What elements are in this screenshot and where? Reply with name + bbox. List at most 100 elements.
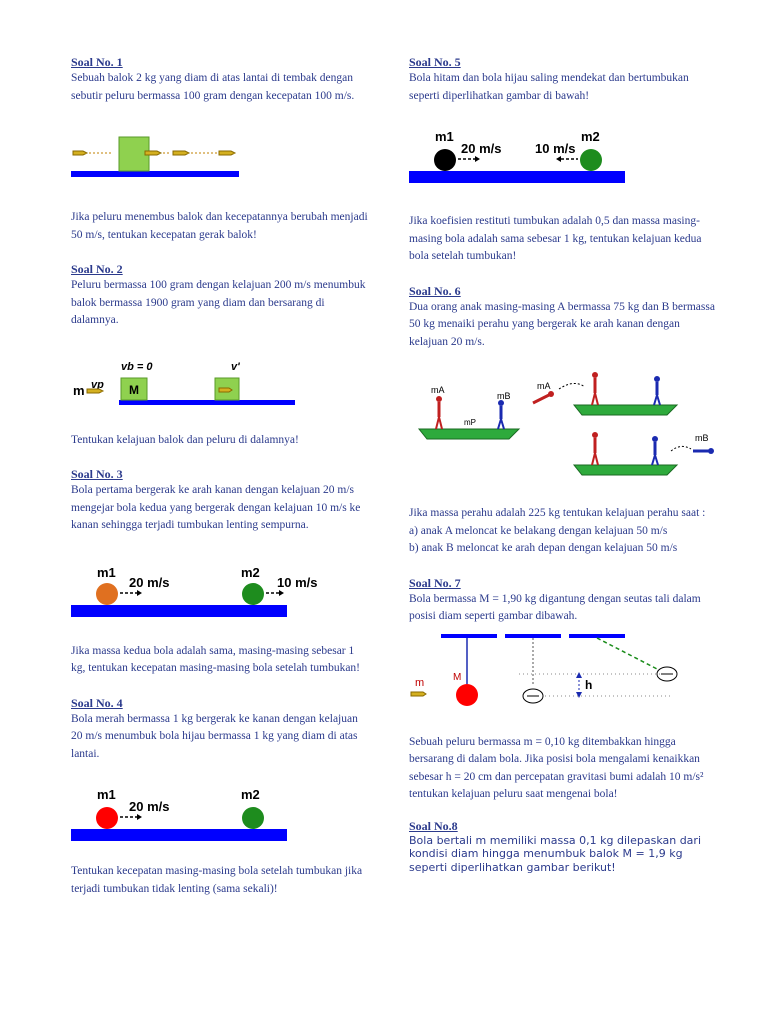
label-m2: m2 xyxy=(241,787,260,802)
soal-7-title: Soal No. 7 xyxy=(409,575,461,590)
soal-3-text: Bola pertama bergerak ke arah kanan deng… xyxy=(71,484,361,531)
left-column: Soal No. 1 Sebuah balok 2 kg yang diam d… xyxy=(71,54,371,898)
label-mA: mA xyxy=(431,385,445,395)
soal-1-figure xyxy=(71,105,371,209)
label-v2: 10 m/s xyxy=(277,575,317,590)
bullet xyxy=(410,691,427,696)
soal-6-question: Jika massa perahu adalah 225 kg tentukan… xyxy=(409,507,706,519)
label-v2: 10 m/s xyxy=(535,141,575,156)
red-ball xyxy=(96,807,118,829)
soal-5-question: Jika koefisien restituti tumbukan adalah… xyxy=(409,215,702,262)
bullet xyxy=(218,150,237,156)
soal-5-text: Bola hitam dan bola hijau saling mendeka… xyxy=(409,72,689,102)
label-vp: vp xyxy=(91,379,104,391)
boat xyxy=(417,428,521,440)
ball-2 xyxy=(242,582,264,605)
floor xyxy=(119,399,295,405)
soal-6-option-a: a) anak A meloncat ke belakang dengan ke… xyxy=(409,524,668,537)
bullet xyxy=(144,150,163,156)
soal-6-text: Dua orang anak masing-masing A bermassa … xyxy=(409,300,715,348)
soal-3-title: Soal No. 3 xyxy=(71,467,123,481)
label-vb: vb = 0 xyxy=(121,361,153,373)
jump-arrow xyxy=(670,445,692,452)
boat xyxy=(572,464,679,476)
soal-6-figure: mA mB mP mA mB xyxy=(409,351,719,505)
label-v1: 20 m/s xyxy=(461,141,501,156)
label-M: M xyxy=(129,383,139,397)
elastic-collision-diagram: m1 20 m/s m2 10 m/s xyxy=(71,565,317,617)
ball-with-bullet xyxy=(522,688,544,703)
soal-3-figure: m1 20 m/s m2 10 m/s xyxy=(71,535,371,643)
support xyxy=(505,633,561,638)
child-B xyxy=(653,376,661,406)
soal-7-figure: M m h xyxy=(409,626,719,734)
child-A-jumping xyxy=(532,391,554,405)
block-M xyxy=(120,377,148,400)
soal-6-title: Soal No. 6 xyxy=(409,283,461,298)
floor xyxy=(71,171,239,177)
bullet-embed-diagram: m vp vb = 0 M v' xyxy=(73,361,295,405)
label-M: M xyxy=(453,672,461,683)
soal-1-question: Jika peluru menembus balok dan kecepatan… xyxy=(71,211,368,241)
label-m1: m1 xyxy=(97,565,116,580)
soal-7-text: Bola bermassa M = 1,90 kg digantung deng… xyxy=(409,592,701,623)
soal-2-text: Peluru bermassa 100 gram dengan kelajuan… xyxy=(71,279,366,326)
label-m1: m1 xyxy=(435,129,454,144)
block xyxy=(118,136,150,172)
label-mB: mB xyxy=(695,433,709,443)
child-B-jumping xyxy=(693,448,714,454)
soal-2-title: Soal No. 2 xyxy=(71,262,123,276)
string-raised xyxy=(596,636,660,671)
ball-raised xyxy=(656,666,678,681)
soal-5-title: Soal No. 5 xyxy=(409,55,461,69)
child-A xyxy=(591,432,599,466)
soal-1-text: Sebuah balok 2 kg yang diam di atas lant… xyxy=(71,72,355,102)
soal-4-title: Soal No. 4 xyxy=(71,695,123,710)
soal-5-figure: m1 20 m/s 10 m/s m2 xyxy=(409,105,719,213)
label-v1: 20 m/s xyxy=(129,575,169,590)
child-B xyxy=(497,400,505,430)
soal-4-question: Tentukan kecepatan masing-masing bola se… xyxy=(71,865,363,895)
floor xyxy=(71,829,287,841)
ball-1 xyxy=(96,582,118,605)
label-m1: m1 xyxy=(97,787,116,802)
soal-1-title: Soal No. 1 xyxy=(71,55,123,69)
bullet xyxy=(172,150,191,156)
label-m: m xyxy=(415,677,424,689)
child-A xyxy=(591,372,599,406)
green-ball xyxy=(580,149,602,171)
label-v1: 20 m/s xyxy=(129,799,169,814)
soal-7-question: Sebuah peluru bermassa m = 0,10 kg ditem… xyxy=(409,735,704,801)
label-mA: mA xyxy=(537,381,551,391)
bullet xyxy=(86,388,105,393)
soal-6-option-b: b) anak B meloncat ke arah depan dengan … xyxy=(409,542,678,554)
label-mP: mP xyxy=(464,418,476,427)
green-ball xyxy=(242,807,264,829)
soal-8-text: Bola bertali m memiliki massa 0,1 kg dil… xyxy=(409,833,702,874)
child-B xyxy=(651,436,659,466)
label-h: h xyxy=(585,678,592,692)
head-on-collision-diagram: m1 20 m/s 10 m/s m2 xyxy=(409,129,625,183)
soal-8-title: Soal No.8 xyxy=(409,818,458,833)
label-m2: m2 xyxy=(581,129,600,144)
soal-3-question: Jika massa kedua bola adalah sama, masin… xyxy=(71,644,361,675)
label-m2: m2 xyxy=(241,565,260,580)
soal-2-question: Tentukan kelajuan balok dan peluru di da… xyxy=(71,433,299,446)
bullet-through-block-diagram xyxy=(71,136,239,177)
soal-4-text: Bola merah bermassa 1 kg bergerak ke kan… xyxy=(71,712,358,760)
jump-arrow xyxy=(558,383,586,390)
soal-4-figure: m1 20 m/s m2 xyxy=(71,763,371,863)
label-v-prime: v' xyxy=(231,361,240,373)
ballistic-pendulum-diagram: M m h xyxy=(410,633,678,706)
soal-2-figure: m vp vb = 0 M v' xyxy=(71,330,371,432)
bullet xyxy=(72,150,89,156)
black-ball xyxy=(434,149,456,171)
inelastic-collision-diagram: m1 20 m/s m2 xyxy=(71,787,287,841)
floor xyxy=(409,171,625,183)
floor xyxy=(71,604,287,617)
child-A xyxy=(435,396,443,430)
support xyxy=(569,633,625,638)
boat-jump-diagram: mA mB mP mA mB xyxy=(417,372,714,476)
pendulum-ball xyxy=(456,683,478,706)
embedded-bullet xyxy=(218,387,233,392)
